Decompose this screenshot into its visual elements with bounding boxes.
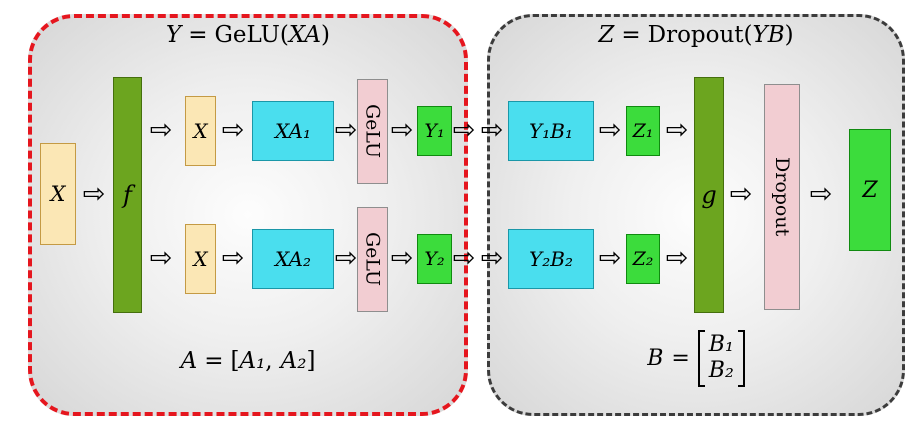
gelu-block-panel [28,14,468,416]
formula-part: , [265,348,273,374]
output-z-box: Z [849,129,891,251]
formula-part: GeLU( [214,22,289,48]
arrow-right-icon: ⇨ [480,114,504,146]
formula-part: A₁ [239,348,266,374]
matrix-bracket-left [697,330,705,387]
formula-part: B₁ [708,332,734,357]
y2-box: Y₂ [417,234,452,284]
arrow-right-icon: ⇨ [334,114,358,146]
formula-part: Z [598,22,615,48]
dropout-bar: Dropout [764,84,800,310]
formula-part: = [204,348,224,374]
arrow-right-icon: ⇨ [149,242,173,274]
arrow-right-icon: ⇨ [480,242,504,274]
arrow-right-icon: ⇨ [729,178,753,210]
arrow-right-icon: ⇨ [221,242,245,274]
gelu-bar-row2: GeLU [357,207,388,312]
z1-box: Z₁ [626,106,660,156]
arrow-right-icon: ⇨ [452,114,476,146]
formula-part: ) [321,22,330,48]
arrow-right-icon: ⇨ [82,178,106,210]
x-copy-box-row2: X [185,224,216,294]
arrow-right-icon: ⇨ [598,242,622,274]
gelu-bar-row1: GeLU [357,79,388,184]
matmul-y1b1-box: Y₁B₁ [508,101,594,161]
gather-g-bar: g [694,77,724,313]
formula-part: B₂ [708,358,734,384]
formula-part: ] [306,348,316,374]
z2-box: Z₂ [626,234,660,284]
arrow-right-icon: ⇨ [665,114,689,146]
matmul-y2b2-box: Y₂B₂ [508,229,594,289]
formula-part: = [621,22,641,48]
left-panel-title: Y=GeLU(XA) [28,22,468,48]
formula-part: A₂ [280,348,307,374]
input-x-box: X [40,143,76,245]
arrow-right-icon: ⇨ [149,114,173,146]
arrow-right-icon: ⇨ [390,242,414,274]
arrow-right-icon: ⇨ [334,242,358,274]
formula-part: Y [166,22,182,48]
matmul-xa1-box: XA₁ [252,101,334,161]
y1-box: Y₁ [417,106,452,156]
formula-part: Dropout( [647,22,753,48]
formula-part: XA [288,22,321,48]
split-f-bar: f [113,77,142,313]
formula-part: [ [230,348,240,374]
arrow-right-icon: ⇨ [809,178,833,210]
arrow-right-icon: ⇨ [221,114,245,146]
x-copy-box-row1: X [185,96,216,166]
formula-part: = [671,345,690,371]
arrow-right-icon: ⇨ [390,114,414,146]
formula-part: A [180,348,198,374]
matrix-bracket-right [737,330,745,387]
arrow-right-icon: ⇨ [665,242,689,274]
formula-part: B [647,345,664,371]
formula-part: = [188,22,208,48]
arrow-right-icon: ⇨ [452,242,476,274]
right-panel-title: Z=Dropout(YB) [487,22,905,48]
formula-part: ) [784,22,794,48]
matmul-xa2-box: XA₂ [252,229,334,289]
formula-part: YB [752,22,785,48]
arrow-right-icon: ⇨ [598,114,622,146]
weight-a-formula: A=[A₁, A₂] [28,348,468,374]
